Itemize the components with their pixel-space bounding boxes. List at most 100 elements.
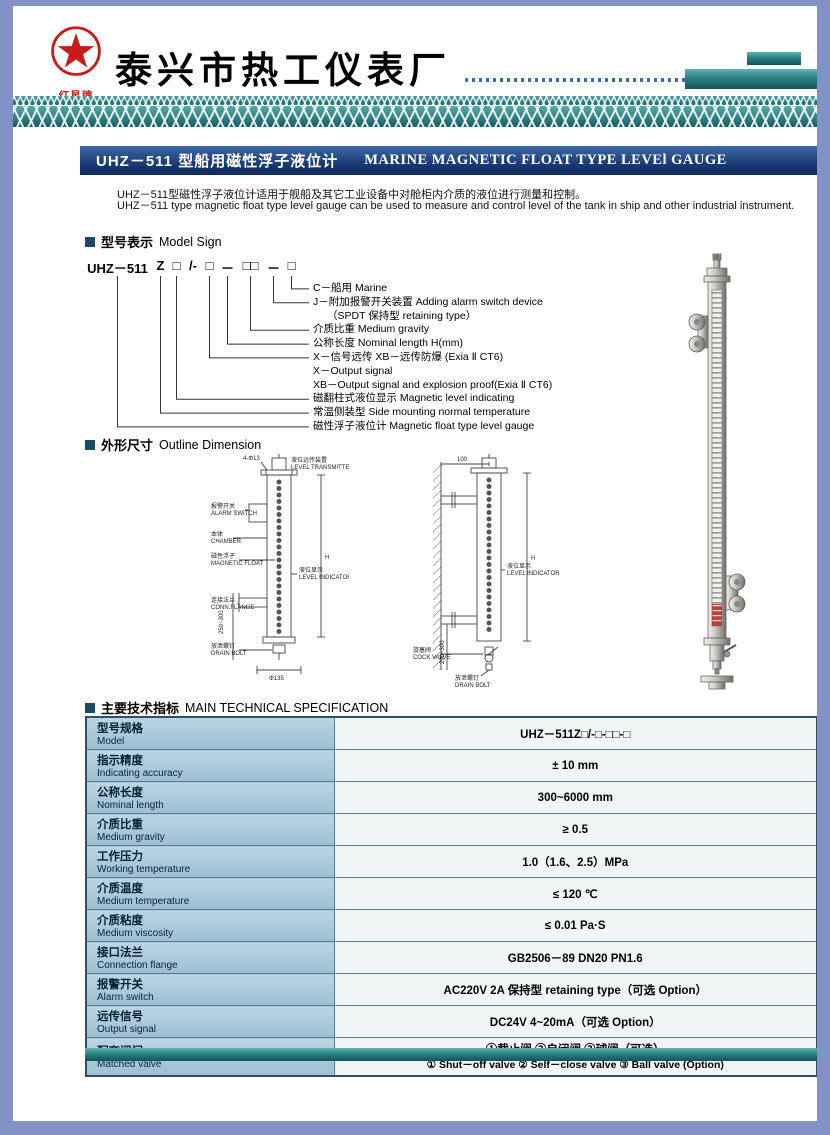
spec-label-cn: 报警开关 [97, 979, 143, 991]
drawing-label-cn: 放泄螺钉 [211, 642, 235, 650]
spec-label-en: Indicating accuracy [97, 768, 183, 779]
section-square-icon [85, 236, 95, 247]
spec-label-cell: 报警开关 Alarm switch [85, 973, 335, 1006]
table-row: 接口法兰 Connection flange GB2506－89 DN20 PN… [85, 941, 817, 974]
table-row: 介质粘度 Medium viscosity ≤ 0.01 Pa·S [85, 909, 817, 942]
spec-label-cell: 远传信号 Output signal [85, 1005, 335, 1038]
drawing-label-cn: 液位远传装置 [291, 456, 327, 464]
drawing-label-en: ALARM SWITCH [211, 511, 257, 517]
dim-label: H [531, 556, 535, 562]
section-square-icon [85, 439, 95, 450]
model-code-connector-lines [117, 276, 309, 428]
spec-label-cell: 公称长度 Nominal length [85, 781, 335, 814]
lattice-strip-bottom [13, 106, 817, 127]
spec-table: 型号规格 Model UHZ－511Z□/-□-□□-□ 指示精度 Indica… [85, 716, 817, 1077]
table-row: 介质温度 Medium temperature ≤ 120 ℃ [85, 877, 817, 910]
model-code-part: □□ [242, 258, 259, 273]
model-code-part: － [221, 261, 235, 276]
spec-label-en: Matched valve [97, 1058, 162, 1070]
section-square-icon [85, 702, 95, 713]
spec-label-cn: 工作压力 [97, 851, 143, 863]
table-row: 工作压力 Working temperature 1.0（1.6、2.5）MPa [85, 845, 817, 878]
table-row: 远传信号 Output signal DC24V 4~20mA（可选 Optio… [85, 1005, 817, 1038]
model-sign-label: XB－Output signal and explosion proof(Exi… [313, 378, 553, 391]
product-photo [688, 253, 746, 690]
spec-value: UHZ－511Z□/-□-□□-□ [520, 728, 631, 741]
spec-label-cell: 介质粘度 Medium viscosity [85, 909, 335, 942]
spec-label-en: Nominal length [97, 800, 164, 811]
spec-label-en: Medium temperature [97, 896, 190, 907]
spec-label-cn: 介质粘度 [97, 915, 143, 927]
table-row: 介质比重 Medium gravity ≥ 0.5 [85, 813, 817, 846]
section-title-en: Model Sign [159, 234, 222, 249]
section-title-cn: 主要技术指标 [101, 701, 180, 716]
drawing-label-en: LEVEL INDICATOR [507, 571, 560, 577]
product-title-bar: UHZ－511 型船用磁性浮子液位计 MARINE MAGNETIC FLOAT… [80, 146, 817, 175]
drawing-label-cn: 旋塞阀 [413, 646, 431, 654]
spec-value: ≥ 0.5 [562, 823, 589, 836]
spec-value: ≤ 120 ℃ [552, 888, 598, 901]
spec-value-cell: 1.0（1.6、2.5）MPa [333, 845, 817, 878]
section-title-cn: 型号表示 [101, 235, 154, 250]
table-row: 指示精度 Indicating accuracy ± 10 mm [85, 749, 817, 782]
table-row: 型号规格 Model UHZ－511Z□/-□-□□-□ [85, 716, 817, 750]
model-sign-label: 介质比重 Medium gravity [313, 323, 430, 336]
spec-value: 300~6000 mm [537, 791, 613, 804]
model-code-part: /- [189, 258, 197, 273]
model-sign-label: 常温侧装型 Side mounting normal temperature [313, 406, 531, 419]
spec-label-cn: 远传信号 [97, 1011, 143, 1023]
spec-label-en: Output signal [97, 1024, 156, 1035]
dim-label: 4-Φ13 [243, 456, 260, 462]
spec-value: AC220V 2A 保持型 retaining type（可选 Option） [443, 984, 707, 997]
section-header-model-sign: 型号表示 Model Sign [85, 232, 222, 251]
drawing-label-cn: 液位显示 [507, 562, 531, 570]
product-title-en: MARINE MAGNETIC FLOAT TYPE LEVEl GAUGE [364, 152, 727, 168]
spec-value-cell: ≥ 0.5 [333, 813, 817, 846]
model-sign-label: 磁性浮子液位计 Magnetic float type level gauge [313, 419, 535, 432]
drawing-label-cn: 放泄螺钉 [455, 674, 479, 682]
drawing-label-en: COCK VALVE [413, 655, 450, 661]
drawing-label-en: LEVEL INDICATOR [299, 575, 349, 581]
section-title-en: Outline Dimension [159, 437, 262, 452]
spec-label-cn: 介质比重 [97, 819, 143, 831]
model-code: UHZ－511 Z □ /- □ － □□ － □ [85, 258, 705, 276]
spec-label-cell: 介质温度 Medium temperature [85, 877, 335, 910]
section-header-outline: 外形尺寸 Outline Dimension [85, 435, 261, 454]
outline-drawing-standalone: 4-Φ13 液位远传装置 LEVEL TRANSMITTER 报警开关 ALAR… [211, 454, 349, 682]
spec-label-cell: 指示精度 Indicating accuracy [85, 749, 335, 782]
spec-value-cell: AC220V 2A 保持型 retaining type（可选 Option） [333, 973, 817, 1006]
drawing-label-cn: 本体 [211, 530, 223, 538]
drawing-label-en: CONN.FLANGE [211, 605, 254, 611]
model-sign-diagram: UHZ－511 Z □ /- □ － □□ － □ [85, 258, 705, 436]
spec-label-en: Working temperature [97, 864, 191, 875]
model-code-part: □ [172, 258, 181, 273]
spec-value-cell: ± 10 mm [333, 749, 817, 782]
model-sign-labels: C－船用 Marine J－附加报警开关装置 Adding alarm swit… [313, 282, 693, 434]
spec-value: GB2506－89 DN20 PN1.6 [507, 952, 643, 965]
spec-value-line2: ① Shut－off valve ② Self－close valve ③ Ba… [426, 1058, 724, 1071]
dim-label: 250~300 [219, 610, 225, 634]
drawing-label-en: MAGNETIC FLOAT [211, 561, 264, 567]
outline-drawing-wall-mounted: 100 液位显示 LEVEL INDICATOR 旋塞阀 COCK VALVE … [413, 454, 560, 689]
spec-label-cn: 接口法兰 [97, 947, 143, 959]
spec-value: ≤ 0.01 Pa·S [544, 919, 606, 932]
intro-paragraph-cn: UHZ－511型磁性浮子液位计适用于舰船及其它工业设备中对舱柜内介质的液位进行测… [117, 189, 587, 201]
lattice-strip-top [13, 96, 817, 105]
spec-label-cell: 接口法兰 Connection flange [85, 941, 335, 974]
spec-value-cell: ≤ 0.01 Pa·S [333, 909, 817, 942]
model-sign-label: X－Output signal [313, 364, 393, 377]
drawing-label-cn: 报警开关 [211, 502, 235, 510]
table-row: 公称长度 Nominal length 300~6000 mm [85, 781, 817, 814]
drawing-label-cn: 液位显示 [299, 566, 323, 574]
drawing-label-cn: 磁性浮子 [211, 552, 235, 560]
drawing-label-en: LEVEL TRANSMITTER [291, 465, 349, 471]
section-header-spec: 主要技术指标 MAIN TECHNICAL SPECIFICATION [85, 698, 388, 717]
dotted-divider [465, 78, 753, 82]
model-code-part: □ [287, 258, 296, 273]
bottom-teal-bar [85, 1048, 817, 1061]
spec-label-en: Model [97, 736, 125, 747]
model-code-part: □ [205, 258, 214, 273]
spec-value-cell: 300~6000 mm [333, 781, 817, 814]
lattice-band [13, 96, 817, 127]
spec-value-cell: DC24V 4~20mA（可选 Option） [333, 1005, 817, 1038]
